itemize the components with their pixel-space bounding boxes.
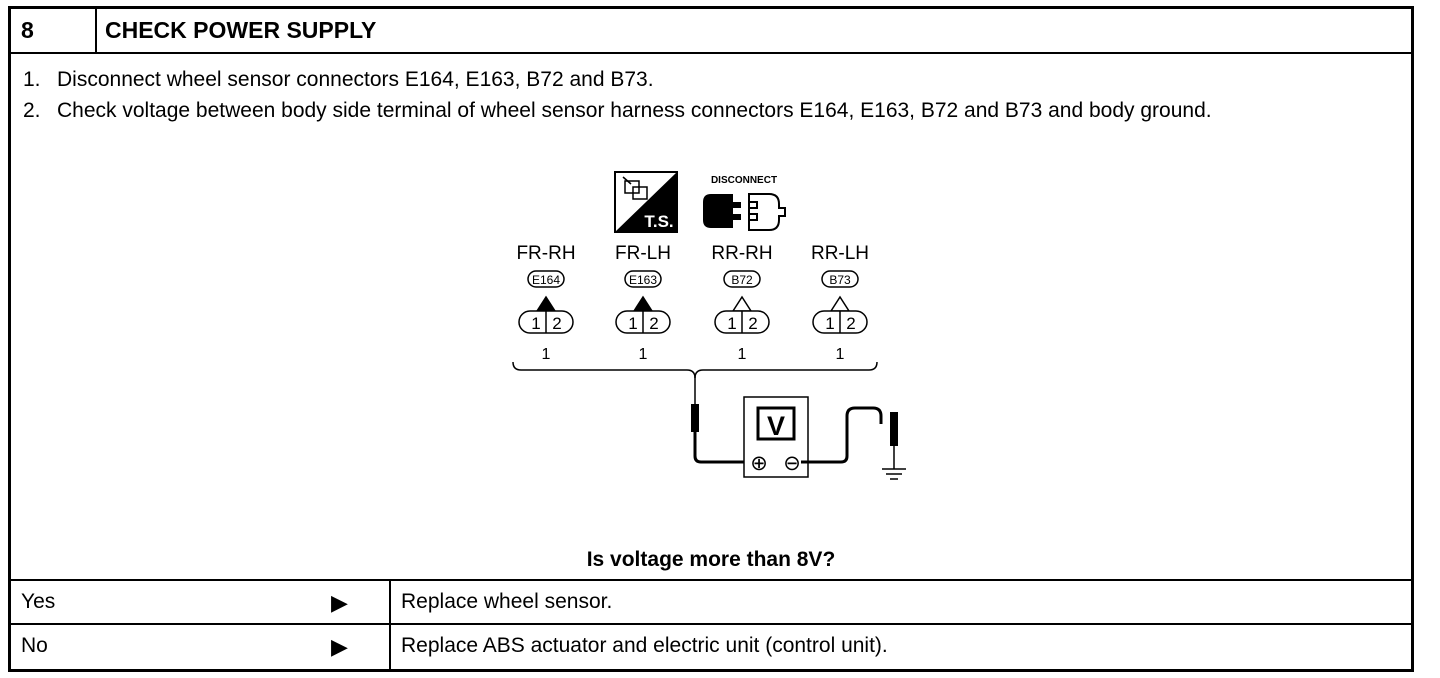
connector-code: E164: [532, 273, 560, 287]
connector-pin-label: 1: [825, 314, 834, 333]
connector-pin-label: 1: [531, 314, 540, 333]
connector-key-triangle: [632, 295, 654, 312]
terminal-label: 1: [639, 346, 648, 363]
procedure-frame: 8 CHECK POWER SUPPLY 1. Disconnect wheel…: [8, 6, 1414, 672]
result-row-no: No ▶ Replace ABS actuator and electric u…: [11, 623, 1411, 669]
connector-code: B73: [829, 273, 851, 287]
column-divider: [389, 581, 391, 623]
column-divider: [389, 625, 391, 669]
result-row-yes: Yes ▶ Replace wheel sensor.: [11, 579, 1411, 623]
instruction-item: 2. Check voltage between body side termi…: [23, 95, 1387, 126]
meter-label: V: [767, 411, 785, 441]
connector-code: B72: [731, 273, 753, 287]
ts-tester-icon: T.S.: [614, 171, 678, 233]
instruction-item: 1. Disconnect wheel sensor connectors E1…: [23, 64, 1387, 95]
step-title: CHECK POWER SUPPLY: [105, 17, 377, 43]
plus-terminal: ⊕: [750, 452, 768, 475]
arrow-right-icon: ▶: [331, 634, 348, 659]
terminal-label: 1: [542, 346, 551, 363]
instruction-number: 1.: [23, 68, 41, 91]
connector-code: E163: [629, 273, 657, 287]
ts-label: T.S.: [644, 212, 673, 231]
connector-pin-label: 2: [552, 314, 561, 333]
terminal-brace: [512, 361, 878, 379]
instruction-number: 2.: [23, 99, 41, 122]
connector-position-label: FR-RH: [516, 243, 575, 264]
negative-probe: [890, 412, 898, 446]
disconnect-label: DISCONNECT: [711, 175, 777, 186]
action-no: Replace ABS actuator and electric unit (…: [401, 634, 888, 657]
positive-probe: [691, 404, 699, 432]
action-yes: Replace wheel sensor.: [401, 590, 613, 613]
connector-code-badge: [527, 270, 565, 288]
step-number: 8: [11, 9, 97, 52]
instruction-list: 1. Disconnect wheel sensor connectors E1…: [23, 64, 1387, 126]
connector-pin-label: 1: [727, 314, 736, 333]
terminal-label: 1: [738, 346, 747, 363]
connector-pin-label: 2: [748, 314, 757, 333]
diagnostic-question: Is voltage more than 8V?: [586, 548, 836, 571]
connector-key-triangle: [731, 295, 753, 312]
connector-code-badge: [821, 270, 859, 288]
voltmeter: V ⊕ ⊖: [743, 396, 809, 478]
ground-symbol: [882, 468, 906, 480]
step-header: 8 CHECK POWER SUPPLY: [11, 9, 1411, 54]
connector-key-triangle: [829, 295, 851, 312]
terminal-label: 1: [836, 346, 845, 363]
minus-terminal: ⊖: [783, 452, 801, 475]
answer-no: No: [21, 634, 48, 657]
answer-yes: Yes: [21, 590, 56, 613]
connector-code-badge: [624, 270, 662, 288]
disconnect-icon: DISCONNECT: [703, 175, 786, 231]
connector-pin-label: 2: [649, 314, 658, 333]
connector-position-label: RR-RH: [711, 243, 772, 264]
connector-key-triangle: [535, 295, 557, 312]
connector-pin-label: 2: [846, 314, 855, 333]
connector-position-label: FR-LH: [615, 243, 671, 264]
instruction-text: Check voltage between body side terminal…: [57, 99, 1212, 122]
arrow-right-icon: ▶: [331, 590, 348, 615]
connector-position-label: RR-LH: [811, 243, 869, 264]
connector-code-badge: [723, 270, 761, 288]
instruction-text: Disconnect wheel sensor connectors E164,…: [57, 68, 654, 91]
connector-pin-label: 1: [628, 314, 637, 333]
